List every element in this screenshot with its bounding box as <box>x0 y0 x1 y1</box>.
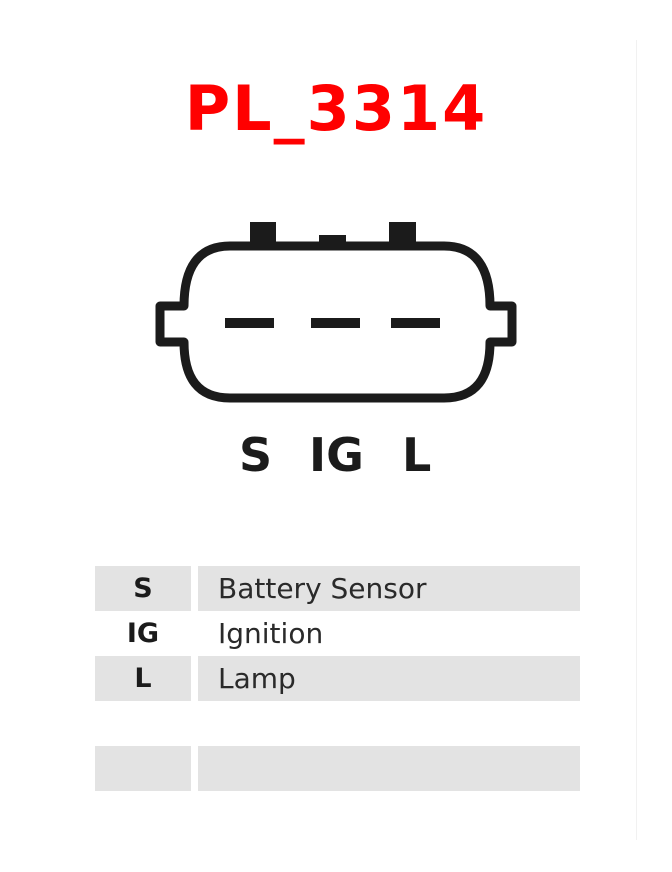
pin-slot-l <box>391 318 440 328</box>
pin-code: L <box>95 656 191 701</box>
pin-code: IG <box>126 618 160 649</box>
table-row: S Battery Sensor <box>95 566 580 611</box>
pin-table: S Battery Sensor IG Ignition L Lamp <box>95 566 580 791</box>
pin-description: Battery Sensor <box>198 566 580 611</box>
connector-pins <box>225 318 440 328</box>
part-number-title: PL_3314 <box>184 72 488 145</box>
pin-description: Lamp <box>198 656 580 701</box>
connector-key-right <box>389 222 416 248</box>
page-edge-line <box>636 40 637 840</box>
table-row <box>95 746 580 791</box>
pin-slot-s <box>225 318 274 328</box>
pin-description: Ignition <box>218 617 324 650</box>
pin-description <box>198 746 580 791</box>
connector-diagram <box>155 222 517 403</box>
table-row-spacer <box>95 701 580 746</box>
pin-label-s: S <box>239 428 273 482</box>
pin-slot-ig <box>311 318 360 328</box>
connector-key-center <box>319 235 346 248</box>
connector-keys <box>250 222 416 248</box>
connector-housing <box>155 241 517 403</box>
pin-label-ig: IG <box>309 428 364 482</box>
pin-code <box>95 746 191 791</box>
table-row: IG Ignition <box>95 611 580 656</box>
pin-label-l: L <box>402 428 432 482</box>
table-row: L Lamp <box>95 656 580 701</box>
connector-key-left <box>250 222 276 248</box>
pin-labels: S IG L <box>0 432 672 492</box>
pin-code: S <box>95 566 191 611</box>
